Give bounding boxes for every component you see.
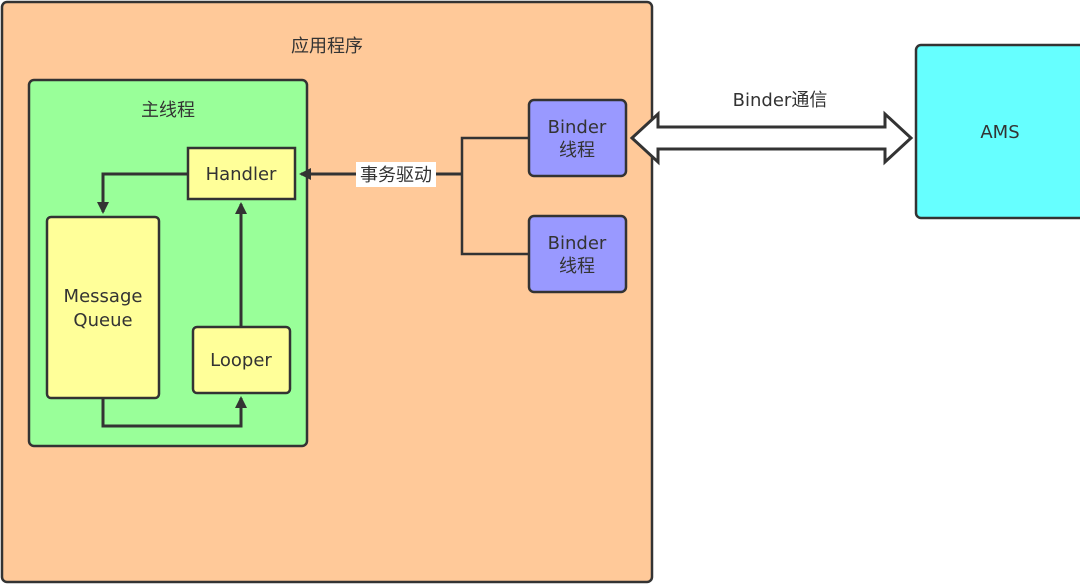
binder-thread-2-node <box>527 214 628 294</box>
binder-communication-label: Binder通信 <box>733 90 828 111</box>
binder-thread-1-label-line2: 线程 <box>559 140 595 161</box>
binder-thread-2-label-line2: 线程 <box>559 256 595 277</box>
looper-node <box>191 325 292 395</box>
transaction-drive-label: 事务驱动 <box>360 165 432 186</box>
message-queue-label-line1: Message <box>64 286 143 307</box>
edge-handler-to-queue <box>97 172 188 214</box>
message-queue-label-line2: Queue <box>73 310 132 331</box>
binder-thread-1-node <box>527 98 628 178</box>
binder-communication-arrow <box>629 110 914 166</box>
binder-thread-1-label-line1: Binder <box>548 117 607 138</box>
edge-binder-bracket <box>460 136 529 256</box>
message-queue-node <box>45 215 161 400</box>
main-thread-label: 主线程 <box>141 100 195 121</box>
handler-node <box>186 146 297 201</box>
app-label: 应用程序 <box>291 36 363 57</box>
looper-label: Looper <box>210 350 272 371</box>
handler-label: Handler <box>206 164 277 185</box>
edge-queue-to-looper <box>101 396 247 428</box>
ams-node <box>914 43 1080 220</box>
binder-thread-2-label-line1: Binder <box>548 233 607 254</box>
transaction-drive-label-bg <box>356 162 436 187</box>
ams-label: AMS <box>980 122 1019 143</box>
